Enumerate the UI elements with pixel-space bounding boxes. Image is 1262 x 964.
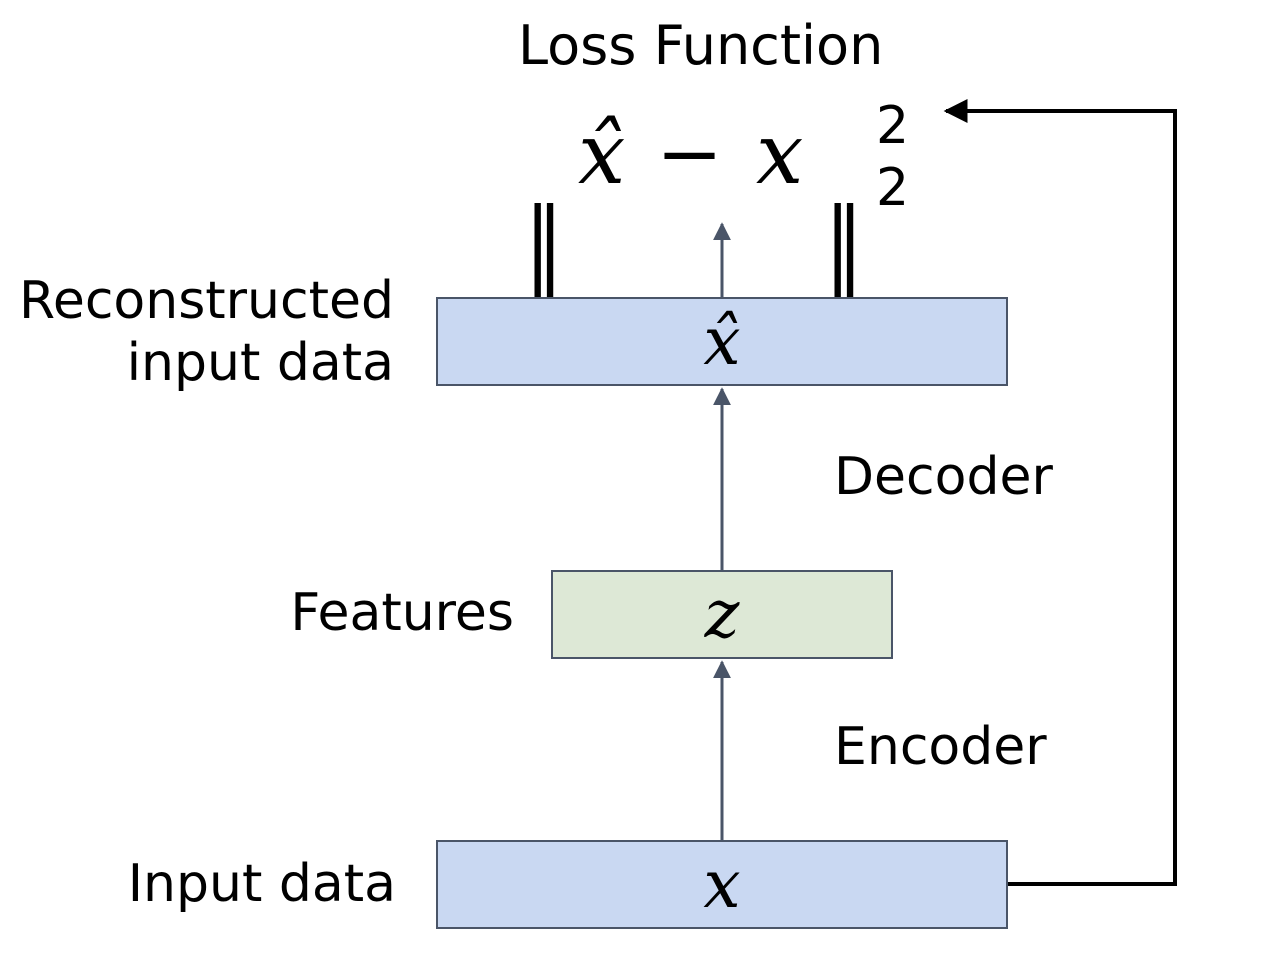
decoder-label: Decoder	[834, 447, 1053, 507]
loss-function-title: Loss Function	[518, 14, 884, 77]
norm-right-bars: ‖	[824, 188, 864, 300]
reconstructed-box: x̂	[436, 297, 1008, 386]
reconstructed-label-line1: Reconstructed	[19, 271, 394, 331]
features-label: Features	[290, 583, 514, 643]
formula-minus: −	[656, 107, 724, 200]
reconstructed-label-line2: input data	[126, 333, 394, 394]
input-data-label: Input data	[127, 854, 396, 914]
formula-x: x	[756, 105, 804, 203]
feedback-arrow	[943, 99, 1177, 886]
formula-xhat: x̂	[578, 105, 626, 203]
reconstructed-symbol: x̂	[703, 303, 741, 380]
input-box: x	[436, 840, 1008, 929]
features-symbol: z	[704, 576, 740, 653]
input-symbol: x	[703, 846, 741, 923]
encoder-label: Encoder	[834, 717, 1047, 777]
formula-subscript: 2	[876, 158, 910, 218]
formula-superscript: 2	[876, 96, 910, 156]
reconstructed-label: Reconstructed input data	[19, 270, 394, 395]
norm-left-bars: ‖	[524, 188, 564, 300]
features-box: z	[551, 570, 893, 659]
